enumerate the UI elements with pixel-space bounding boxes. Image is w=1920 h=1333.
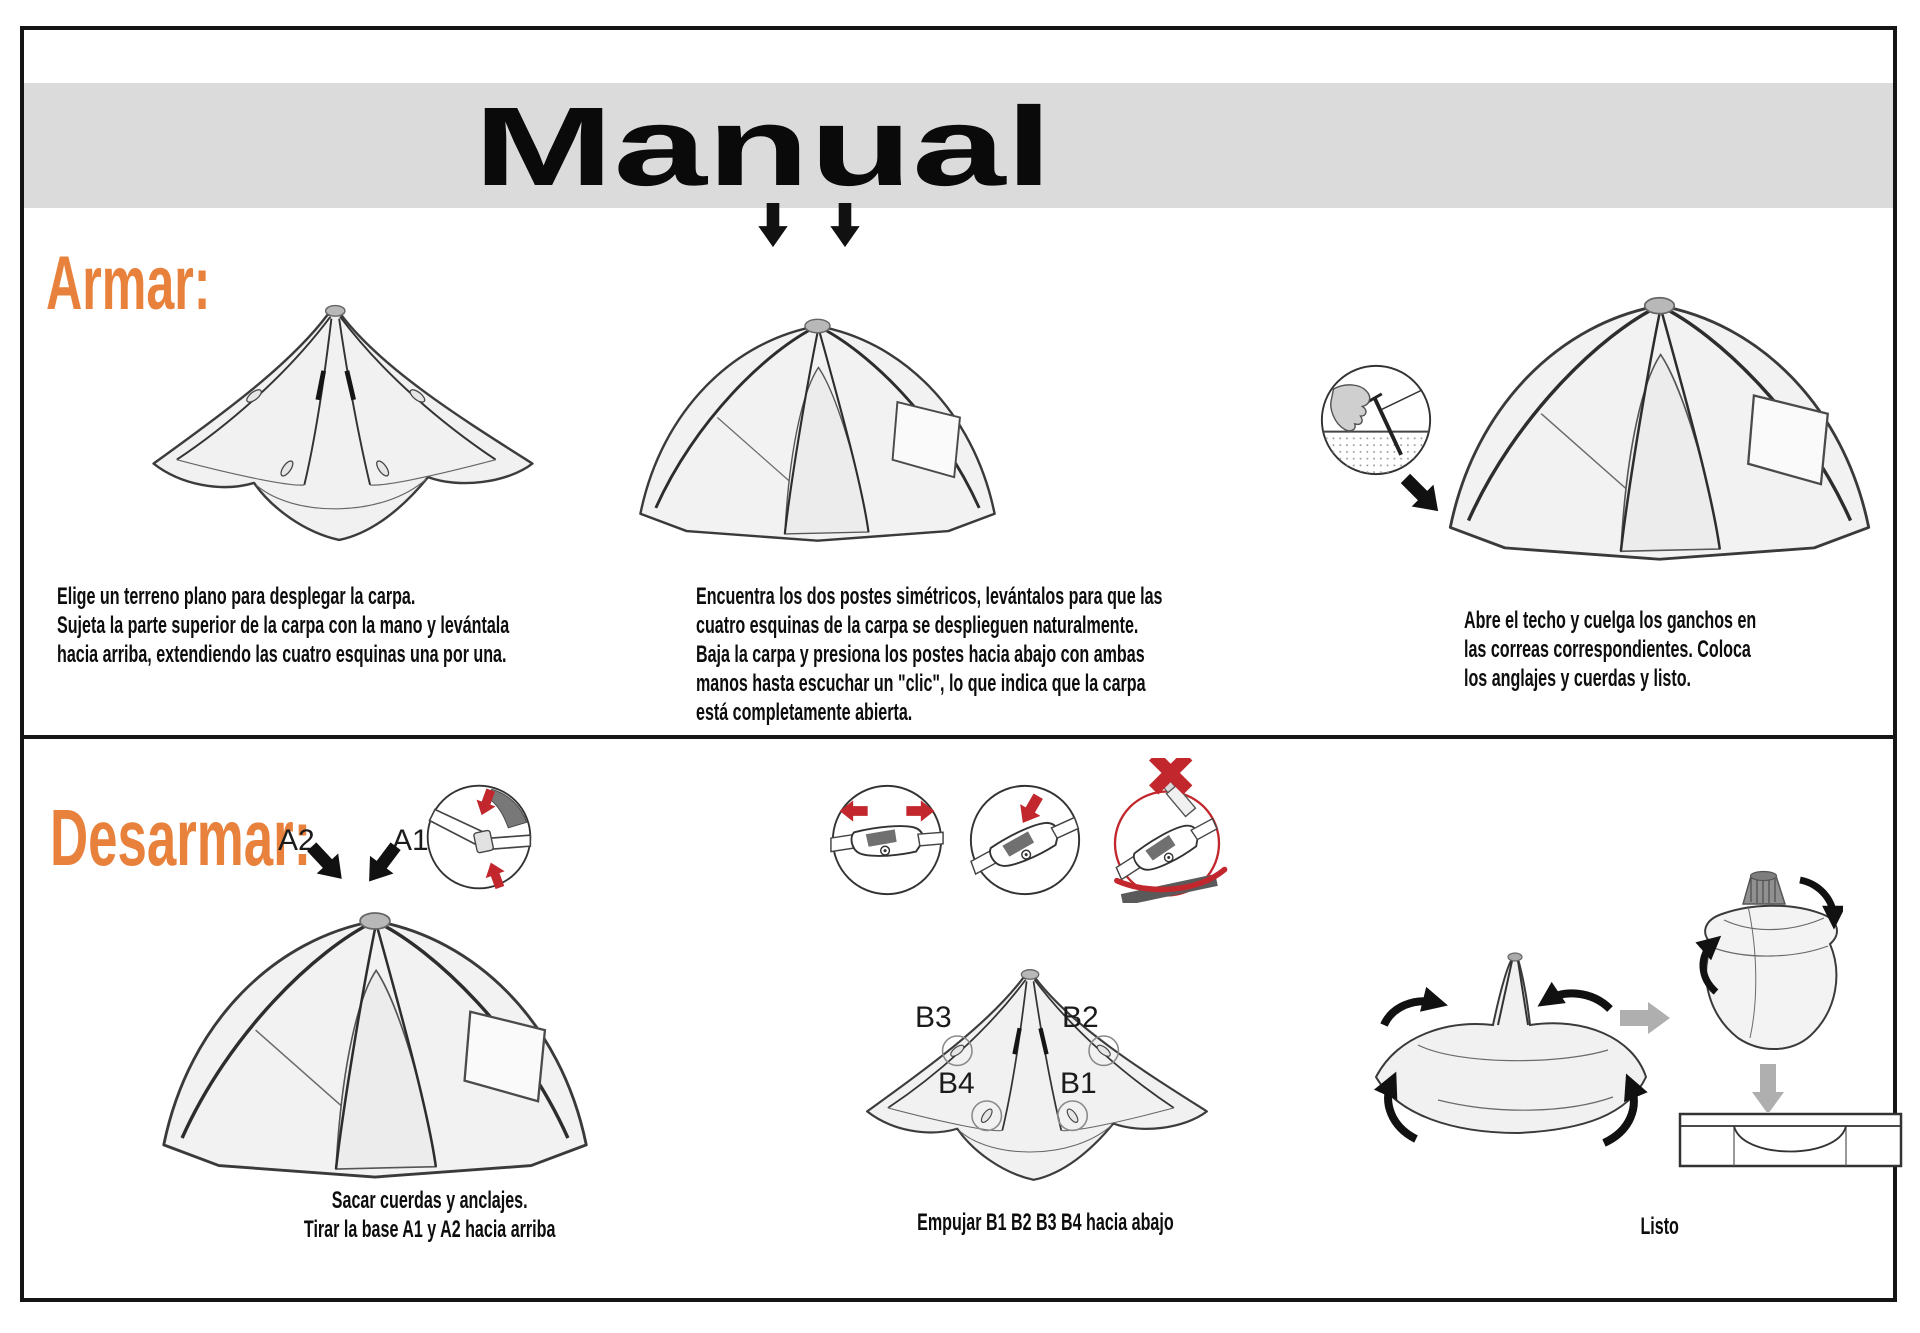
armar-step2-dome-tent-icon [625, 300, 1010, 560]
pole-label-b2: B2 [1062, 1001, 1099, 1034]
desarmar-step3-caption: Listo [1640, 1213, 1680, 1240]
buckle-slide-outward-inset-icon [829, 784, 945, 896]
armar-step2-caption: Encuentra los dos postes simétricos, lev… [696, 583, 1163, 726]
press-down-arrows-icon [758, 203, 860, 248]
stake-hammering-inset-icon [1320, 364, 1432, 476]
page-title: Manual [445, 88, 1081, 206]
page-border [20, 26, 1897, 1302]
section-divider [20, 735, 1897, 739]
next-step-right-arrow-icon [1620, 1002, 1670, 1034]
desarmar-step2-caption: Empujar B1 B2 B3 B4 hacia abajo [916, 1209, 1174, 1236]
pole-label-b4: B4 [938, 1067, 975, 1100]
armar-step1-folded-tent-icon [140, 278, 546, 568]
page-title-text: Manual [473, 84, 1053, 209]
title-banner [24, 83, 1893, 208]
armar-step3-caption: Abre el techo y cuelga los ganchos en la… [1464, 607, 1757, 692]
wrapped-bundle-icon [1695, 870, 1843, 1050]
pole-label-b3: B3 [915, 1001, 952, 1034]
armar-step1-caption: Elige un terreno plano para desplegar la… [57, 583, 510, 668]
desarmar-step2-folded-tent-icon [855, 945, 1219, 1205]
desarmar-step1-caption: Sacar cuerdas y anclajes. Tirar la base … [304, 1187, 556, 1243]
buckle-target-circles [941, 1035, 1120, 1132]
desarmar-step1-dome-tent-icon [145, 890, 605, 1200]
fold-direction-arrows [1373, 981, 1648, 1147]
desarmar-heading: Desarmar: [50, 793, 312, 882]
collapsed-tent-folding-icon [1373, 952, 1648, 1147]
pole-label-b1: B1 [1060, 1067, 1097, 1100]
armar-heading: Armar: [46, 241, 211, 326]
buckle-press-inset-icon [967, 784, 1083, 896]
buckle-wrong-action-inset-icon [1110, 758, 1228, 903]
carry-bag-icon [1678, 1112, 1903, 1168]
armar-step3-dome-tent-icon [1432, 275, 1887, 582]
base-joint-inset-icon [426, 784, 532, 892]
wrap-direction-arrows [1695, 876, 1843, 995]
pack-down-arrow-icon [1752, 1064, 1784, 1112]
